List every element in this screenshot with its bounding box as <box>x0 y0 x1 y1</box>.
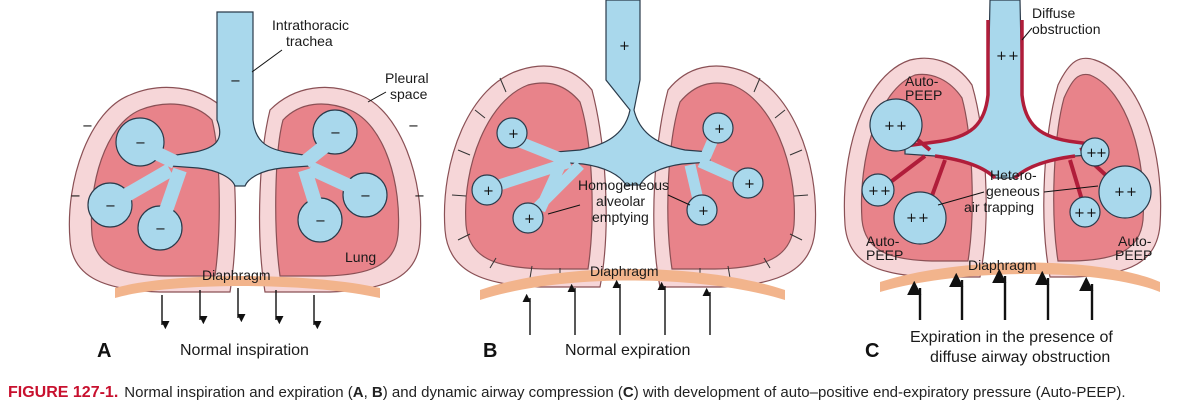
svg-text:+: + <box>1114 185 1125 200</box>
hetero-label-line1: Hetero- <box>990 167 1037 183</box>
trachea-label-line1: Intrathoracic <box>272 17 349 33</box>
svg-text:+: + <box>884 119 895 134</box>
diaphragm <box>480 269 785 300</box>
trapped-alveolus <box>1098 165 1152 219</box>
svg-text:+: + <box>1096 146 1107 161</box>
svg-text:+: + <box>880 184 891 199</box>
trachea <box>169 11 311 187</box>
alveolus <box>512 202 544 234</box>
trachea <box>554 0 711 186</box>
alveolus <box>732 167 764 199</box>
alveolus <box>702 112 734 144</box>
svg-text:−: − <box>408 119 419 134</box>
diaphragm-arrows <box>907 268 1094 320</box>
panel-letter-c: C <box>865 340 879 362</box>
svg-text:−: − <box>315 214 326 229</box>
diaphragm-label: Diaphragm <box>590 263 658 279</box>
panel-a-title: Normal inspiration <box>180 342 309 359</box>
panel-c-title-line1: Expiration in the presence of <box>910 329 1113 346</box>
autopeep-top-line2: PEEP <box>905 87 942 103</box>
svg-text:+: + <box>619 39 630 54</box>
svg-text:+: + <box>1086 206 1097 221</box>
center-label-line1: Homogeneous <box>578 177 669 193</box>
trachea-label-line2: trachea <box>286 33 333 49</box>
alveolus <box>861 173 895 207</box>
diaphragm-arrows <box>522 279 711 335</box>
caption-text: ) and dynamic airway compression ( <box>382 384 623 401</box>
svg-text:+: + <box>868 184 879 199</box>
autopeep-top-line1: Auto- <box>905 73 939 89</box>
svg-text:−: − <box>360 189 371 204</box>
pleural-pressure-ticks <box>451 77 809 280</box>
svg-text:+: + <box>1074 206 1085 221</box>
svg-text:−: − <box>105 199 116 214</box>
caption-text: Normal inspiration and expiration ( <box>124 384 353 401</box>
svg-text:+: + <box>996 49 1007 64</box>
svg-text:+: + <box>896 119 907 134</box>
svg-text:+: + <box>714 122 725 137</box>
positive-pressure-signs: + + + + + + + <box>483 39 755 227</box>
svg-text:−: − <box>70 189 81 204</box>
alveolus <box>496 117 528 149</box>
caption-ref-b: B <box>371 384 383 401</box>
panel-letter-b: B <box>483 340 497 362</box>
diaphragm-label: Diaphragm <box>968 257 1036 273</box>
alveolus <box>471 174 503 206</box>
svg-text:+: + <box>483 184 494 199</box>
panel-b-title: Normal expiration <box>565 342 690 359</box>
trapped-alveolus <box>893 191 947 245</box>
pleural-label-line2: space <box>390 86 428 102</box>
autopeep-left-line2: PEEP <box>866 247 903 263</box>
diffuse-label-line1: Diffuse <box>1032 5 1076 21</box>
svg-text:−: − <box>155 222 166 237</box>
figure-caption: FIGURE 127-1. Normal inspiration and expi… <box>8 384 1183 408</box>
svg-text:−: − <box>414 189 425 204</box>
positive-pressure-signs: ++ ++ ++ ++ ++ ++ ++ <box>868 49 1137 226</box>
panel-c: ++ ++ ++ ++ ++ ++ ++ Diaphragm Diffuse o… <box>843 0 1162 366</box>
panel-c-title-line2: diffuse airway obstruction <box>930 349 1110 366</box>
panel-b: + + + + + + + Diaphragm Ho <box>443 0 817 362</box>
svg-text:−: − <box>82 119 93 134</box>
panel-a: − − − − − − − − − − − Diaphragm Intratho… <box>68 11 429 362</box>
diaphragm-arrows <box>161 288 322 330</box>
negative-pressure-signs: − − − − − − − − − − − <box>70 74 425 237</box>
hetero-label-line2: geneous <box>986 183 1040 199</box>
caption-ref-c: C <box>622 384 634 401</box>
alveolus <box>686 194 718 226</box>
figure-caption-label: FIGURE 127-1. <box>8 384 119 401</box>
svg-text:+: + <box>698 204 709 219</box>
autopeep-right-line2: PEEP <box>1115 247 1152 263</box>
trapped-alveolus <box>869 98 923 152</box>
svg-text:+: + <box>918 211 929 226</box>
diaphragm <box>880 262 1160 292</box>
diaphragm <box>115 276 380 298</box>
svg-text:+: + <box>1126 185 1137 200</box>
autopeep-left-line1: Auto- <box>866 233 900 249</box>
svg-text:−: − <box>135 136 146 151</box>
autopeep-right-line1: Auto- <box>1118 233 1152 249</box>
center-label-line3: emptying <box>592 209 649 225</box>
obstructed-airway-wall <box>904 20 1106 180</box>
panel-letter-a: A <box>97 340 111 362</box>
diffuse-label-line2: obstruction <box>1032 21 1100 37</box>
alveolus <box>1069 196 1101 228</box>
svg-text:−: − <box>330 126 341 141</box>
lung-label: Lung <box>345 249 376 265</box>
svg-text:+: + <box>1008 49 1019 64</box>
svg-text:−: − <box>230 74 241 89</box>
hetero-label-line3: air trapping <box>964 199 1034 215</box>
svg-text:+: + <box>906 211 917 226</box>
center-label-line2: alveolar <box>596 193 645 209</box>
caption-text: ) with development of auto–positive end-… <box>633 384 1126 401</box>
pleural-label-line1: Pleural <box>385 70 429 86</box>
caption-ref-a: A <box>352 384 364 401</box>
svg-text:+: + <box>744 177 755 192</box>
svg-text:+: + <box>508 127 519 142</box>
diaphragm-label: Diaphragm <box>202 267 270 283</box>
svg-text:+: + <box>524 212 535 227</box>
caption-text: , <box>363 384 372 401</box>
figure-diagram: − − − − − − − − − − − Diaphragm Intratho… <box>68 0 1162 366</box>
svg-text:+: + <box>1086 146 1097 161</box>
alveolus <box>1080 137 1110 167</box>
